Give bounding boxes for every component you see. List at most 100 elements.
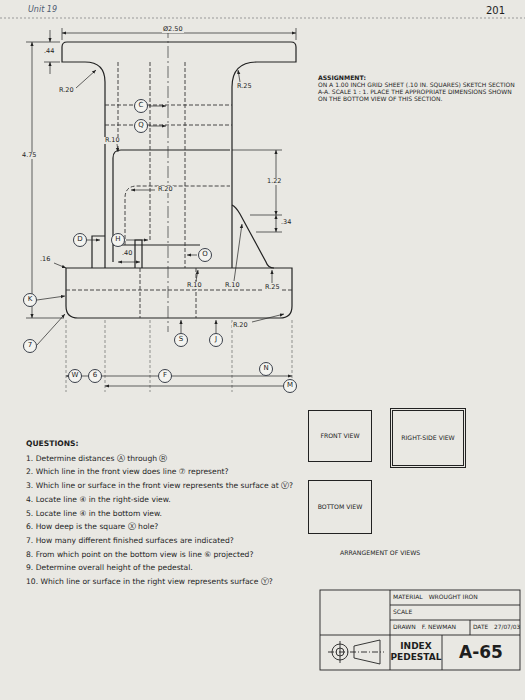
node-text: FRONT VIEW [320, 433, 359, 440]
drawing-number: A-65 [442, 635, 520, 670]
rect-stroke [320, 590, 520, 670]
callout-circle: S [174, 333, 188, 347]
title-cell: MATERIALWROUGHT IRON [390, 590, 520, 605]
dimension-text: R.20 [232, 322, 249, 329]
line-stroke [76, 70, 96, 88]
dimension-text: 1.22 [266, 178, 282, 185]
line-stroke [32, 42, 33, 318]
node-text: 27/07/03 [494, 624, 520, 630]
extension-lines [66, 320, 292, 392]
path-stroke [232, 205, 274, 268]
callout-letter: H [115, 236, 120, 244]
callout-circle: K [23, 293, 37, 307]
callout-circle: Q [134, 119, 148, 133]
line-stroke [250, 215, 282, 216]
line-stroke [54, 263, 66, 268]
question-text: 4. Locate line ④ in the right-side view. [26, 496, 294, 505]
callout-letter: O [202, 251, 208, 259]
dimension-text: .16 [39, 256, 51, 263]
callout-letter: W [72, 372, 79, 380]
path-stroke [92, 236, 105, 268]
callout-letter: F [163, 372, 167, 380]
dimension-text: R.10 [104, 137, 121, 144]
callout-circle: N [259, 362, 273, 376]
line-stroke [50, 30, 51, 42]
line-stroke [238, 70, 240, 82]
line-stroke [390, 590, 391, 670]
line-stroke [390, 605, 520, 606]
callout-circle: 6 [88, 369, 102, 383]
callout-letter: 7 [28, 342, 32, 350]
assignment-text: ON A 1.00 INCH GRID SHEET (.10 IN. SQUAR… [318, 82, 518, 103]
question-list: QUESTIONS:1. Determine distances Ⓐ throu… [26, 440, 294, 592]
line-stroke [50, 62, 51, 74]
line-stroke [149, 126, 166, 127]
callout-letter: D [77, 236, 82, 244]
callout-circle: F [158, 369, 172, 383]
question-text: 8. From which point on the bottom view i… [26, 551, 294, 560]
line-stroke [187, 255, 197, 256]
arrangement-caption: ARRANGEMENT OF VIEWS [340, 549, 420, 556]
header-rule [0, 18, 525, 19]
line-stroke [150, 62, 151, 240]
callout-circle: D [73, 233, 87, 247]
node-text: MATERIAL [393, 594, 423, 601]
title-cell: DRAWN F. NEWMAN [390, 620, 470, 635]
callout-letter: N [263, 365, 268, 373]
assignment-text: ASSIGNMENT: [318, 74, 366, 81]
path-stroke [135, 240, 142, 268]
question-text: 2. Which line in the front view does lin… [26, 468, 294, 477]
page-header: Unit 19 [28, 5, 57, 14]
callout-letter: M [287, 382, 293, 390]
callout-letter: S [179, 336, 183, 344]
dimension-lines [26, 28, 296, 386]
line-stroke [185, 62, 186, 268]
line-stroke [196, 270, 198, 281]
dimension-text: Ø2.50 [162, 26, 184, 33]
question-text: 10. Which line or surface in the right v… [26, 578, 294, 587]
line-stroke [181, 320, 182, 333]
node-text: F. NEWMAN [422, 624, 456, 631]
part-outline [62, 42, 296, 318]
callout-letter: J [215, 336, 217, 344]
node-text: DRAWN [393, 624, 416, 631]
callout-circle: M [283, 379, 297, 393]
line-stroke [118, 262, 140, 263]
dimension-text: .34 [280, 219, 292, 226]
callout-circle: H [111, 233, 125, 247]
question-text: 7. How many different finished surfaces … [26, 537, 294, 546]
dimension-text: .40 [121, 250, 133, 257]
line-stroke [37, 296, 65, 300]
line-stroke [105, 386, 292, 387]
question-text: QUESTIONS: [26, 440, 294, 449]
title-cell: DATE27/07/03 [470, 620, 520, 635]
node-text: PEDESTAL [391, 653, 442, 663]
line-stroke [66, 320, 67, 392]
line-stroke [470, 620, 471, 635]
line-stroke [117, 144, 118, 152]
callout-circle: C [134, 99, 148, 113]
line-stroke [252, 314, 284, 322]
title-cell: INDEXPEDESTAL [390, 635, 442, 670]
line-stroke [105, 105, 232, 106]
line-stroke [296, 28, 297, 40]
line-stroke [216, 320, 217, 333]
line-stroke [196, 268, 197, 318]
line-stroke [232, 150, 282, 151]
callout-letter: 6 [93, 372, 97, 380]
dimension-text: R.10 [224, 282, 241, 289]
line-stroke [37, 314, 65, 345]
node-text: SCALE [393, 609, 412, 616]
hidden-lines [66, 62, 292, 318]
title-block [320, 590, 520, 670]
line-stroke [62, 28, 63, 40]
title-cell: SCALE [390, 605, 520, 620]
center-line [168, 26, 169, 332]
line-stroke [105, 125, 232, 126]
line-stroke [150, 320, 151, 392]
dimension-text: R.20 [157, 186, 174, 193]
dimension-text: R.20 [58, 87, 75, 94]
line-stroke [442, 635, 443, 670]
